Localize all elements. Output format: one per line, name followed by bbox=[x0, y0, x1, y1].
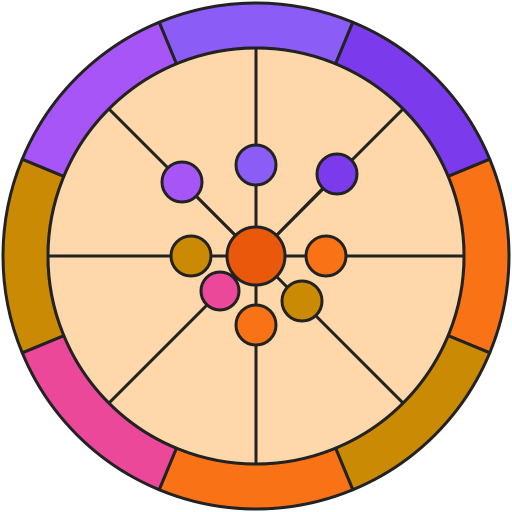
node-bottom bbox=[234, 303, 278, 347]
spoke-bottom-right bbox=[254, 254, 405, 405]
nodes bbox=[160, 143, 359, 347]
node-upper-left bbox=[160, 160, 204, 204]
node-lower-left bbox=[199, 270, 241, 312]
node-right bbox=[304, 234, 348, 278]
node-lower-right bbox=[280, 279, 324, 323]
center-hub bbox=[225, 225, 287, 287]
node-upper-right bbox=[315, 152, 359, 196]
node-left bbox=[169, 234, 213, 278]
node-upper-center bbox=[234, 143, 278, 187]
